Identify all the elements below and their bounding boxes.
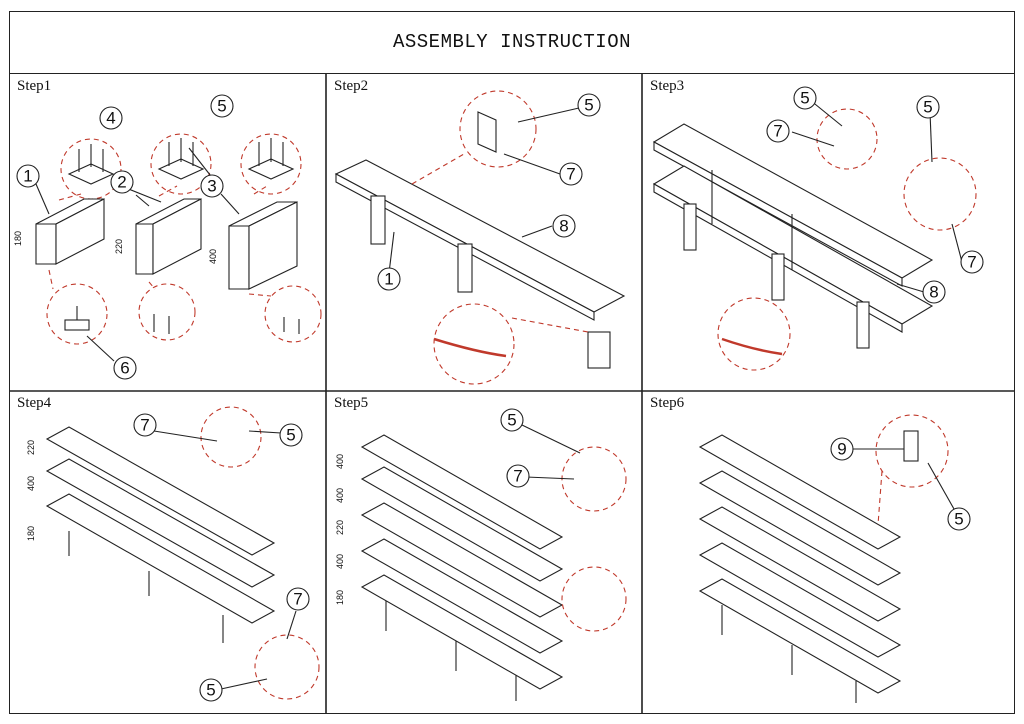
dim-220: 220 (26, 440, 36, 455)
step1-panel: Step1 (9, 74, 326, 391)
step1-label: Step1 (17, 78, 52, 94)
dim-180: 180 (13, 231, 23, 246)
svg-text:4: 4 (106, 109, 115, 128)
page-title: ASSEMBLY INSTRUCTION (9, 11, 1015, 74)
svg-text:9: 9 (837, 440, 846, 459)
step5-drawing: 400 400 220 400 180 5 7 (335, 408, 627, 701)
svg-text:5: 5 (206, 681, 215, 700)
callout-5: 5 (210, 94, 234, 118)
callout-5b: 5 (916, 95, 940, 119)
svg-text:7: 7 (140, 416, 149, 435)
svg-text:6: 6 (120, 359, 129, 378)
svg-text:2: 2 (117, 173, 126, 192)
sheet-border (9, 11, 1015, 714)
callout-7: 7 (506, 464, 530, 488)
svg-text:3: 3 (207, 177, 216, 196)
dim-400b: 400 (335, 488, 345, 503)
svg-text:5: 5 (584, 96, 593, 115)
step5-label: Step5 (334, 395, 369, 411)
callout-7a: 7 (133, 413, 157, 437)
callout-5: 5 (577, 93, 601, 117)
callout-1: 1 (377, 267, 401, 291)
callout-1: 1 (16, 164, 40, 188)
svg-text:8: 8 (929, 283, 938, 302)
svg-text:1: 1 (23, 167, 32, 186)
shelf-unit-two-tier (652, 123, 934, 349)
svg-text:8: 8 (559, 217, 568, 236)
bracket-detail-3 (247, 138, 295, 180)
step1-drawing: 180 220 400 1 2 3 (13, 94, 322, 380)
callout-7b: 7 (960, 250, 984, 274)
box-180 (35, 193, 105, 265)
dim-220: 220 (335, 520, 345, 535)
callout-5a: 5 (279, 423, 303, 447)
step4-drawing: 220 400 180 7 5 7 5 (26, 406, 320, 702)
dim-400: 400 (26, 476, 36, 491)
callout-9: 9 (830, 437, 854, 461)
bracket-detail-2 (157, 138, 205, 180)
svg-text:7: 7 (293, 590, 302, 609)
dim-400: 400 (208, 249, 218, 264)
svg-text:5: 5 (217, 97, 226, 116)
support-box-a (370, 195, 386, 245)
svg-text:5: 5 (923, 98, 932, 117)
step2-drawing: 5 7 8 1 (334, 90, 626, 385)
step3-label: Step3 (650, 78, 685, 94)
svg-text:5: 5 (954, 510, 963, 529)
box-220 (135, 185, 202, 275)
callout-5: 5 (947, 507, 971, 531)
svg-text:1: 1 (384, 270, 393, 289)
callout-8: 8 (922, 280, 946, 304)
dim-400a: 400 (335, 454, 345, 469)
callout-7b: 7 (286, 587, 310, 611)
dim-400c: 400 (335, 554, 345, 569)
shelf-unit-complete (698, 434, 902, 703)
step2-panel: Step2 5 7 8 1 (326, 74, 642, 391)
bracket-detail-1 (67, 144, 115, 185)
callout-5a: 5 (793, 86, 817, 110)
support-box-c (587, 331, 611, 369)
svg-text:5: 5 (286, 426, 295, 445)
callout-5b: 5 (199, 678, 223, 702)
dim-220: 220 (114, 239, 124, 254)
svg-text:7: 7 (566, 165, 575, 184)
shelf-unit-four-tier (360, 434, 564, 701)
dim-180: 180 (26, 526, 36, 541)
dim-180: 180 (335, 590, 345, 605)
callout-7a: 7 (766, 119, 790, 143)
leveler-foot-detail (64, 306, 90, 331)
svg-text:5: 5 (800, 89, 809, 108)
step5-panel: Step5 400 400 220 400 180 5 7 (326, 391, 642, 714)
callout-6: 6 (113, 356, 137, 380)
step3-panel: Step3 5 7 5 7 (642, 74, 1015, 391)
step3-drawing: 5 7 5 7 8 (652, 86, 984, 371)
shelf-unit-three-tier (45, 426, 276, 643)
step6-drawing: 9 5 (698, 414, 971, 703)
callout-5: 5 (500, 408, 524, 432)
svg-text:7: 7 (967, 253, 976, 272)
callout-7: 7 (559, 162, 583, 186)
svg-text:7: 7 (513, 467, 522, 486)
svg-text:7: 7 (773, 122, 782, 141)
callout-4: 4 (99, 106, 123, 130)
support-box-b (457, 243, 473, 293)
step6-label: Step6 (650, 395, 685, 411)
box-400 (228, 185, 298, 290)
callout-3: 3 (200, 174, 224, 198)
callout-2: 2 (110, 170, 134, 194)
step2-label: Step2 (334, 78, 369, 94)
svg-text:5: 5 (507, 411, 516, 430)
step4-panel: Step4 220 400 180 7 5 7 5 (9, 391, 326, 714)
callout-8: 8 (552, 214, 576, 238)
step6-panel: Step6 9 5 (642, 391, 1015, 714)
step4-label: Step4 (17, 395, 52, 411)
